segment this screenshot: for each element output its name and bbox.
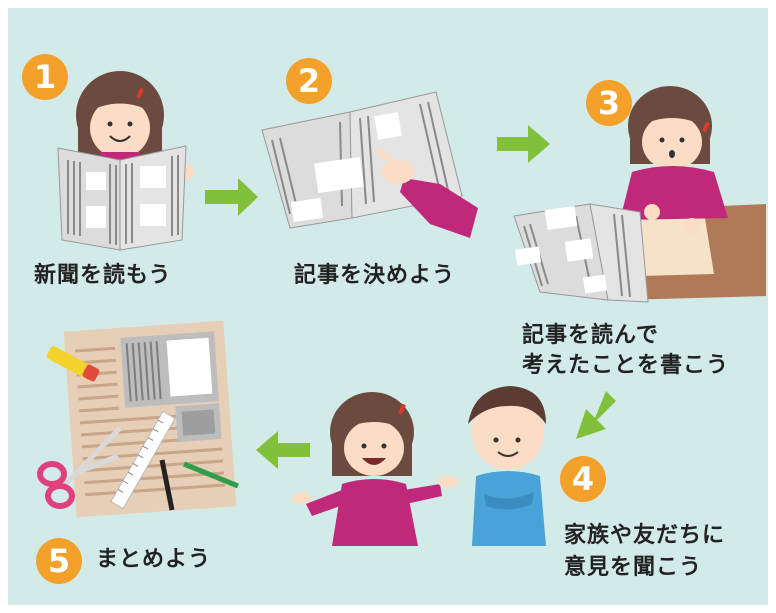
step5-marker	[46, 346, 100, 382]
arrow-left-4-5	[256, 431, 310, 469]
step3-newspaper	[513, 203, 649, 303]
step-badge-5: 5	[36, 538, 82, 584]
step4-girl	[292, 392, 458, 546]
step-label-4-line1: 家族や友だちに	[564, 523, 726, 548]
step5-scissors	[37, 426, 122, 509]
step-badge-1: 1	[22, 54, 68, 100]
step5-ruler	[110, 410, 176, 510]
step-label-4-line2: 意見を聞こう	[564, 555, 703, 580]
step-badge-4: 4	[560, 456, 606, 502]
step4-boy	[468, 386, 546, 546]
arrow-right-1-2	[205, 178, 258, 216]
step-label-5: まとめよう	[96, 547, 212, 572]
step-label-1: 新聞を読もう	[34, 263, 172, 288]
step1-newspaper	[57, 145, 187, 251]
step-label-3-line1: 記事を読んで	[522, 323, 659, 348]
step-label-3-line2: 考えたことを書こう	[522, 353, 730, 378]
step5-sheet	[63, 320, 237, 518]
arrow-down-left-3-4	[576, 391, 616, 439]
step5-pen	[159, 459, 239, 511]
arrow-right-2-3	[497, 125, 550, 163]
step-badge-2: 2	[286, 58, 332, 104]
step-badge-3: 3	[586, 80, 632, 126]
step2-pointing-hand	[375, 149, 478, 238]
step3-girl	[620, 86, 728, 234]
step1-girl	[58, 71, 194, 180]
step-label-2: 記事を決めよう	[294, 263, 456, 288]
